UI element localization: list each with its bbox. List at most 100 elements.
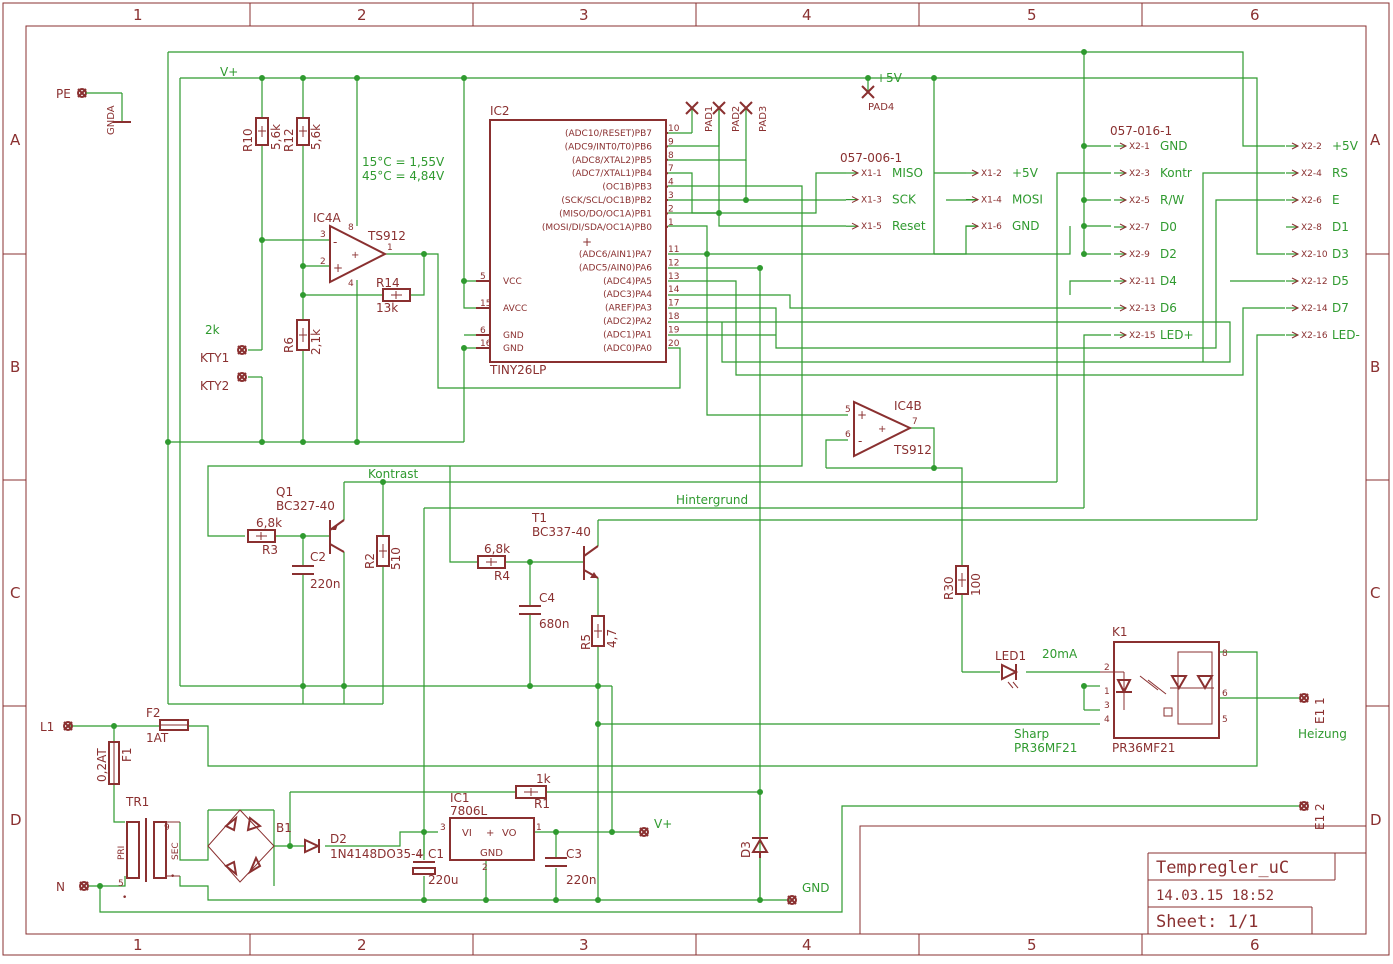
led1-diode bbox=[1001, 663, 1019, 689]
f2-label: F2 bbox=[146, 706, 161, 720]
title-text: Tempregler_uC bbox=[1156, 858, 1289, 878]
connector-pin-number: X2-5 bbox=[1129, 196, 1150, 206]
ic2-pin-number: 20 bbox=[668, 339, 680, 349]
ic2-pin-number: 1 bbox=[668, 218, 674, 228]
r3-label: R3 bbox=[262, 543, 278, 557]
connector-pin-arrow bbox=[1291, 169, 1300, 177]
ic2-name: TINY26LP bbox=[489, 363, 546, 377]
d2-value: 1N4148DO35-4 bbox=[330, 847, 423, 861]
wires bbox=[68, 51, 1300, 913]
connector-pin-number: X2-16 bbox=[1301, 331, 1328, 341]
f2-fuse bbox=[159, 719, 189, 731]
svg-text:6: 6 bbox=[845, 430, 851, 440]
row-label-right-d: D bbox=[1370, 811, 1382, 829]
svg-text:•: • bbox=[122, 893, 127, 903]
kty1-label: KTY1 bbox=[200, 351, 229, 365]
connector-pin-arrow bbox=[1119, 169, 1128, 177]
svg-text:5: 5 bbox=[845, 405, 851, 415]
d2-diode bbox=[304, 838, 321, 854]
connector-pin-arrow bbox=[851, 196, 860, 204]
ic2-pin-name: (SCK/SCL/OC1B)PB2 bbox=[561, 196, 652, 206]
v5-pad-label: +5V bbox=[876, 71, 903, 85]
r1-value: 1k bbox=[536, 772, 551, 786]
connector-pin-arrow bbox=[1291, 142, 1300, 150]
temp-note-1: 15°C = 1,55V bbox=[362, 155, 445, 169]
ic2-power-name: GND bbox=[503, 344, 524, 354]
ic2-pin-name: (ADC8/XTAL2)PB5 bbox=[572, 156, 652, 166]
e1-1-label: E1 1 bbox=[1313, 697, 1327, 724]
c2-value: 220n bbox=[310, 577, 341, 591]
r12-label: R12 bbox=[282, 128, 296, 152]
n-terminal bbox=[79, 881, 89, 891]
connector-net-label: D4 bbox=[1160, 274, 1177, 288]
c4-value: 680n bbox=[539, 617, 570, 631]
ic2-pin-name: (MISO/DO/OC1A)PB1 bbox=[559, 209, 652, 219]
b1-label: B1 bbox=[276, 821, 292, 835]
pad4-symbol bbox=[861, 85, 875, 99]
col-label-top-2: 2 bbox=[357, 6, 367, 24]
pad3-symbol bbox=[739, 101, 753, 115]
ic2-pin-number: 13 bbox=[668, 272, 679, 282]
col-label-bottom-5: 5 bbox=[1027, 936, 1037, 954]
connector-pin-arrow bbox=[1291, 223, 1300, 231]
c3-label: C3 bbox=[566, 847, 582, 861]
connector-net-label: MISO bbox=[892, 166, 923, 180]
l1-label: L1 bbox=[40, 720, 54, 734]
c1-label: C1 bbox=[428, 847, 444, 861]
r6-resistor bbox=[296, 319, 310, 351]
temp-note-2: 45°C = 4,84V bbox=[362, 169, 445, 183]
vplus-out-label: V+ bbox=[654, 817, 672, 831]
b1-bridge bbox=[207, 809, 275, 883]
kontrast-net: Kontrast bbox=[368, 467, 418, 481]
connector-pin-arrow bbox=[1119, 223, 1128, 231]
kty2-terminal bbox=[237, 372, 247, 382]
r5-value: 4,7 bbox=[605, 629, 619, 648]
ic1-gnd: GND bbox=[480, 848, 503, 859]
ic2-pin-number: 11 bbox=[668, 245, 679, 255]
ic2-pin-name: (MOSI/DI/SDA/OC1A)PB0 bbox=[542, 223, 652, 233]
ic2-pin-number: 2 bbox=[668, 204, 674, 214]
ic2-pin-number: 12 bbox=[668, 258, 679, 268]
svg-text:1: 1 bbox=[387, 243, 393, 253]
connector-pin-number: X2-9 bbox=[1129, 250, 1150, 260]
connector-pin-arrow bbox=[1291, 250, 1300, 258]
ic2-pin-stubs bbox=[476, 132, 668, 349]
svg-text:1: 1 bbox=[536, 823, 542, 833]
svg-text:+: + bbox=[878, 424, 886, 435]
title-block: Tempregler_uC 14.03.15 18:52 Sheet: 1/1 bbox=[859, 825, 1366, 934]
pad1-label: PAD1 bbox=[704, 106, 715, 132]
r14-resistor bbox=[382, 288, 411, 302]
svg-text:1: 1 bbox=[1104, 687, 1110, 697]
ic2-pin-name: (ADC10/RESET)PB7 bbox=[565, 129, 652, 139]
tr1-label: TR1 bbox=[125, 795, 149, 809]
connector-pin-number: X1-3 bbox=[861, 196, 882, 206]
ic2-label: IC2 bbox=[490, 104, 510, 118]
ic1-regulator bbox=[449, 817, 535, 861]
svg-text:-: - bbox=[333, 235, 337, 249]
gnd-out-terminal bbox=[787, 895, 797, 905]
r12-value: 5,6k bbox=[309, 124, 323, 150]
f1-value: 0,2AT bbox=[95, 748, 109, 782]
connector-net-label: D5 bbox=[1332, 274, 1349, 288]
l1-terminal bbox=[63, 721, 73, 731]
row-label-left-b: B bbox=[10, 358, 20, 376]
ic2-power-number: 5 bbox=[480, 272, 486, 282]
ic4a-opamp: - + + 3 2 8 4 1 bbox=[320, 223, 393, 289]
r1-label: R1 bbox=[534, 797, 550, 811]
c2-capacitor bbox=[292, 565, 314, 575]
led-current: 20mA bbox=[1042, 647, 1078, 661]
svg-text:3: 3 bbox=[440, 823, 446, 833]
col-label-top-6: 6 bbox=[1250, 6, 1260, 24]
r4-resistor bbox=[477, 555, 506, 569]
vplus-top-label: V+ bbox=[220, 65, 238, 79]
connector-net-label: Reset bbox=[892, 219, 926, 233]
r30-resistor bbox=[955, 565, 969, 595]
tr1-pri: PRI bbox=[117, 846, 127, 860]
c4-label: C4 bbox=[539, 591, 555, 605]
gnda-label: GNDA bbox=[106, 105, 117, 135]
svg-text:2: 2 bbox=[320, 257, 326, 267]
